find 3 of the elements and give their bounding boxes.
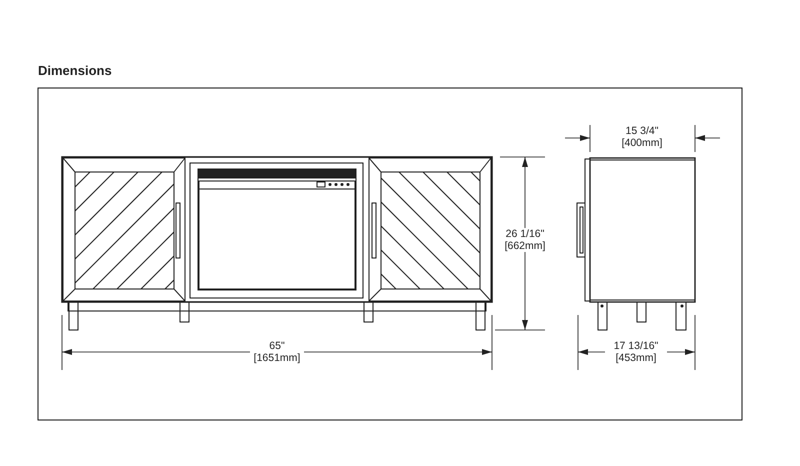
heading: Dimensions [38,63,112,78]
dimension-text: 17 13/16" [453mm] [605,340,667,364]
dimension-text: 65" [1651mm] [250,340,304,364]
